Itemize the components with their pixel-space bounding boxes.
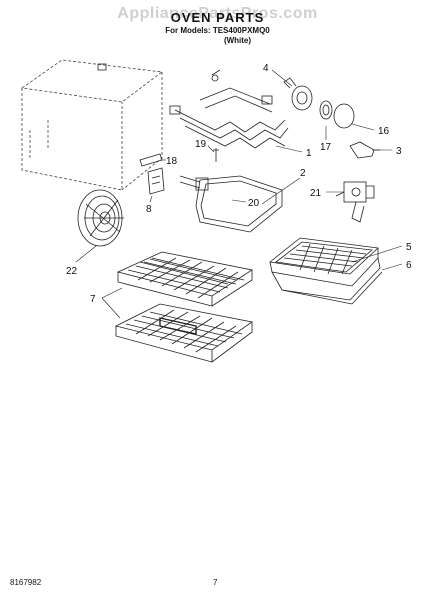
fan-cover-drawing: [77, 189, 124, 247]
callout-21: 21: [310, 188, 322, 199]
color-line: (White): [223, 36, 252, 45]
callout-7: 7: [90, 294, 96, 305]
oven-rack-lower-drawing: [114, 303, 254, 363]
callout-20: 20: [248, 198, 260, 209]
page-number: 7: [213, 578, 218, 587]
models-line: For Models: TES400PXMQ0: [165, 26, 270, 35]
gasket-drawing: [319, 100, 333, 120]
callout-18: 18: [166, 156, 178, 167]
screw-drawing: [213, 148, 219, 162]
fan-motor-drawing: [335, 181, 375, 223]
callout-16: 16: [378, 126, 390, 137]
broil-pan-drawing: [269, 237, 383, 305]
callout-17: 17: [320, 142, 332, 153]
light-socket-drawing: [283, 77, 313, 111]
callout-5: 5: [406, 242, 412, 253]
callout-22: 22: [66, 266, 78, 277]
oven-rack-upper-drawing: [116, 251, 254, 307]
callout-4: 4: [263, 63, 269, 74]
light-lens-drawing: [333, 103, 355, 129]
cavity-vent: [97, 63, 107, 71]
bracket-drawing: [139, 153, 163, 167]
oven-cavity-drawing: [20, 59, 164, 191]
callout-3: 3: [396, 146, 402, 157]
document-number: 8167982: [10, 578, 42, 587]
page-title: OVEN PARTS: [170, 10, 265, 25]
callout-2: 2: [300, 168, 306, 179]
callout-labels: 4 17 16 3 1 2 20 21 19 18 8 22 5 6 7: [66, 63, 412, 305]
leader-lines: [75, 69, 403, 319]
watermark: AppliancePartsPros.com: [117, 5, 318, 22]
broil-element-drawing: [169, 69, 289, 149]
bake-element-drawing: [179, 175, 283, 233]
callout-1: 1: [306, 148, 312, 159]
callout-8: 8: [146, 204, 152, 215]
clip-drawing: [147, 167, 165, 195]
callout-6: 6: [406, 260, 412, 271]
callout-19: 19: [195, 139, 207, 150]
